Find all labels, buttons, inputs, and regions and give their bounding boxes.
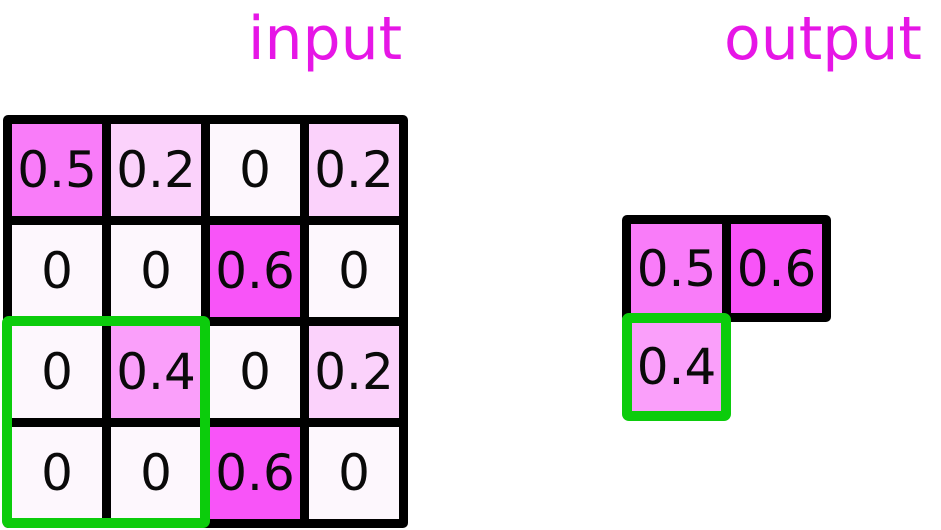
input-cell-r2c2: 0	[210, 326, 300, 418]
input-highlight-box	[2, 316, 210, 528]
output-cell-r0c1: 0.6	[731, 224, 822, 313]
input-cell-r0c1: 0.2	[111, 124, 201, 216]
input-cell-r3c2: 0.6	[210, 427, 300, 519]
input-title: input	[247, 4, 403, 74]
input-cell-r1c1: 0	[111, 225, 201, 317]
output-cell-r0c0: 0.5	[631, 224, 722, 313]
input-cell-r3c0: 0	[12, 427, 102, 519]
input-cell-r2c1: 0.4	[111, 326, 201, 418]
input-cell-r1c3: 0	[309, 225, 399, 317]
input-cell-r3c3: 0	[309, 427, 399, 519]
input-cell-r2c0: 0	[12, 326, 102, 418]
input-cell-r3c1: 0	[111, 427, 201, 519]
input-cell-r0c3: 0.2	[309, 124, 399, 216]
input-cell-r1c0: 0	[12, 225, 102, 317]
input-cell-r0c0: 0.5	[12, 124, 102, 216]
output-title: output	[724, 4, 922, 74]
input-cell-r0c2: 0	[210, 124, 300, 216]
input-cell-r1c2: 0.6	[210, 225, 300, 317]
input-cell-r2c3: 0.2	[309, 326, 399, 418]
output-highlight-cell: 0.4	[622, 313, 731, 421]
